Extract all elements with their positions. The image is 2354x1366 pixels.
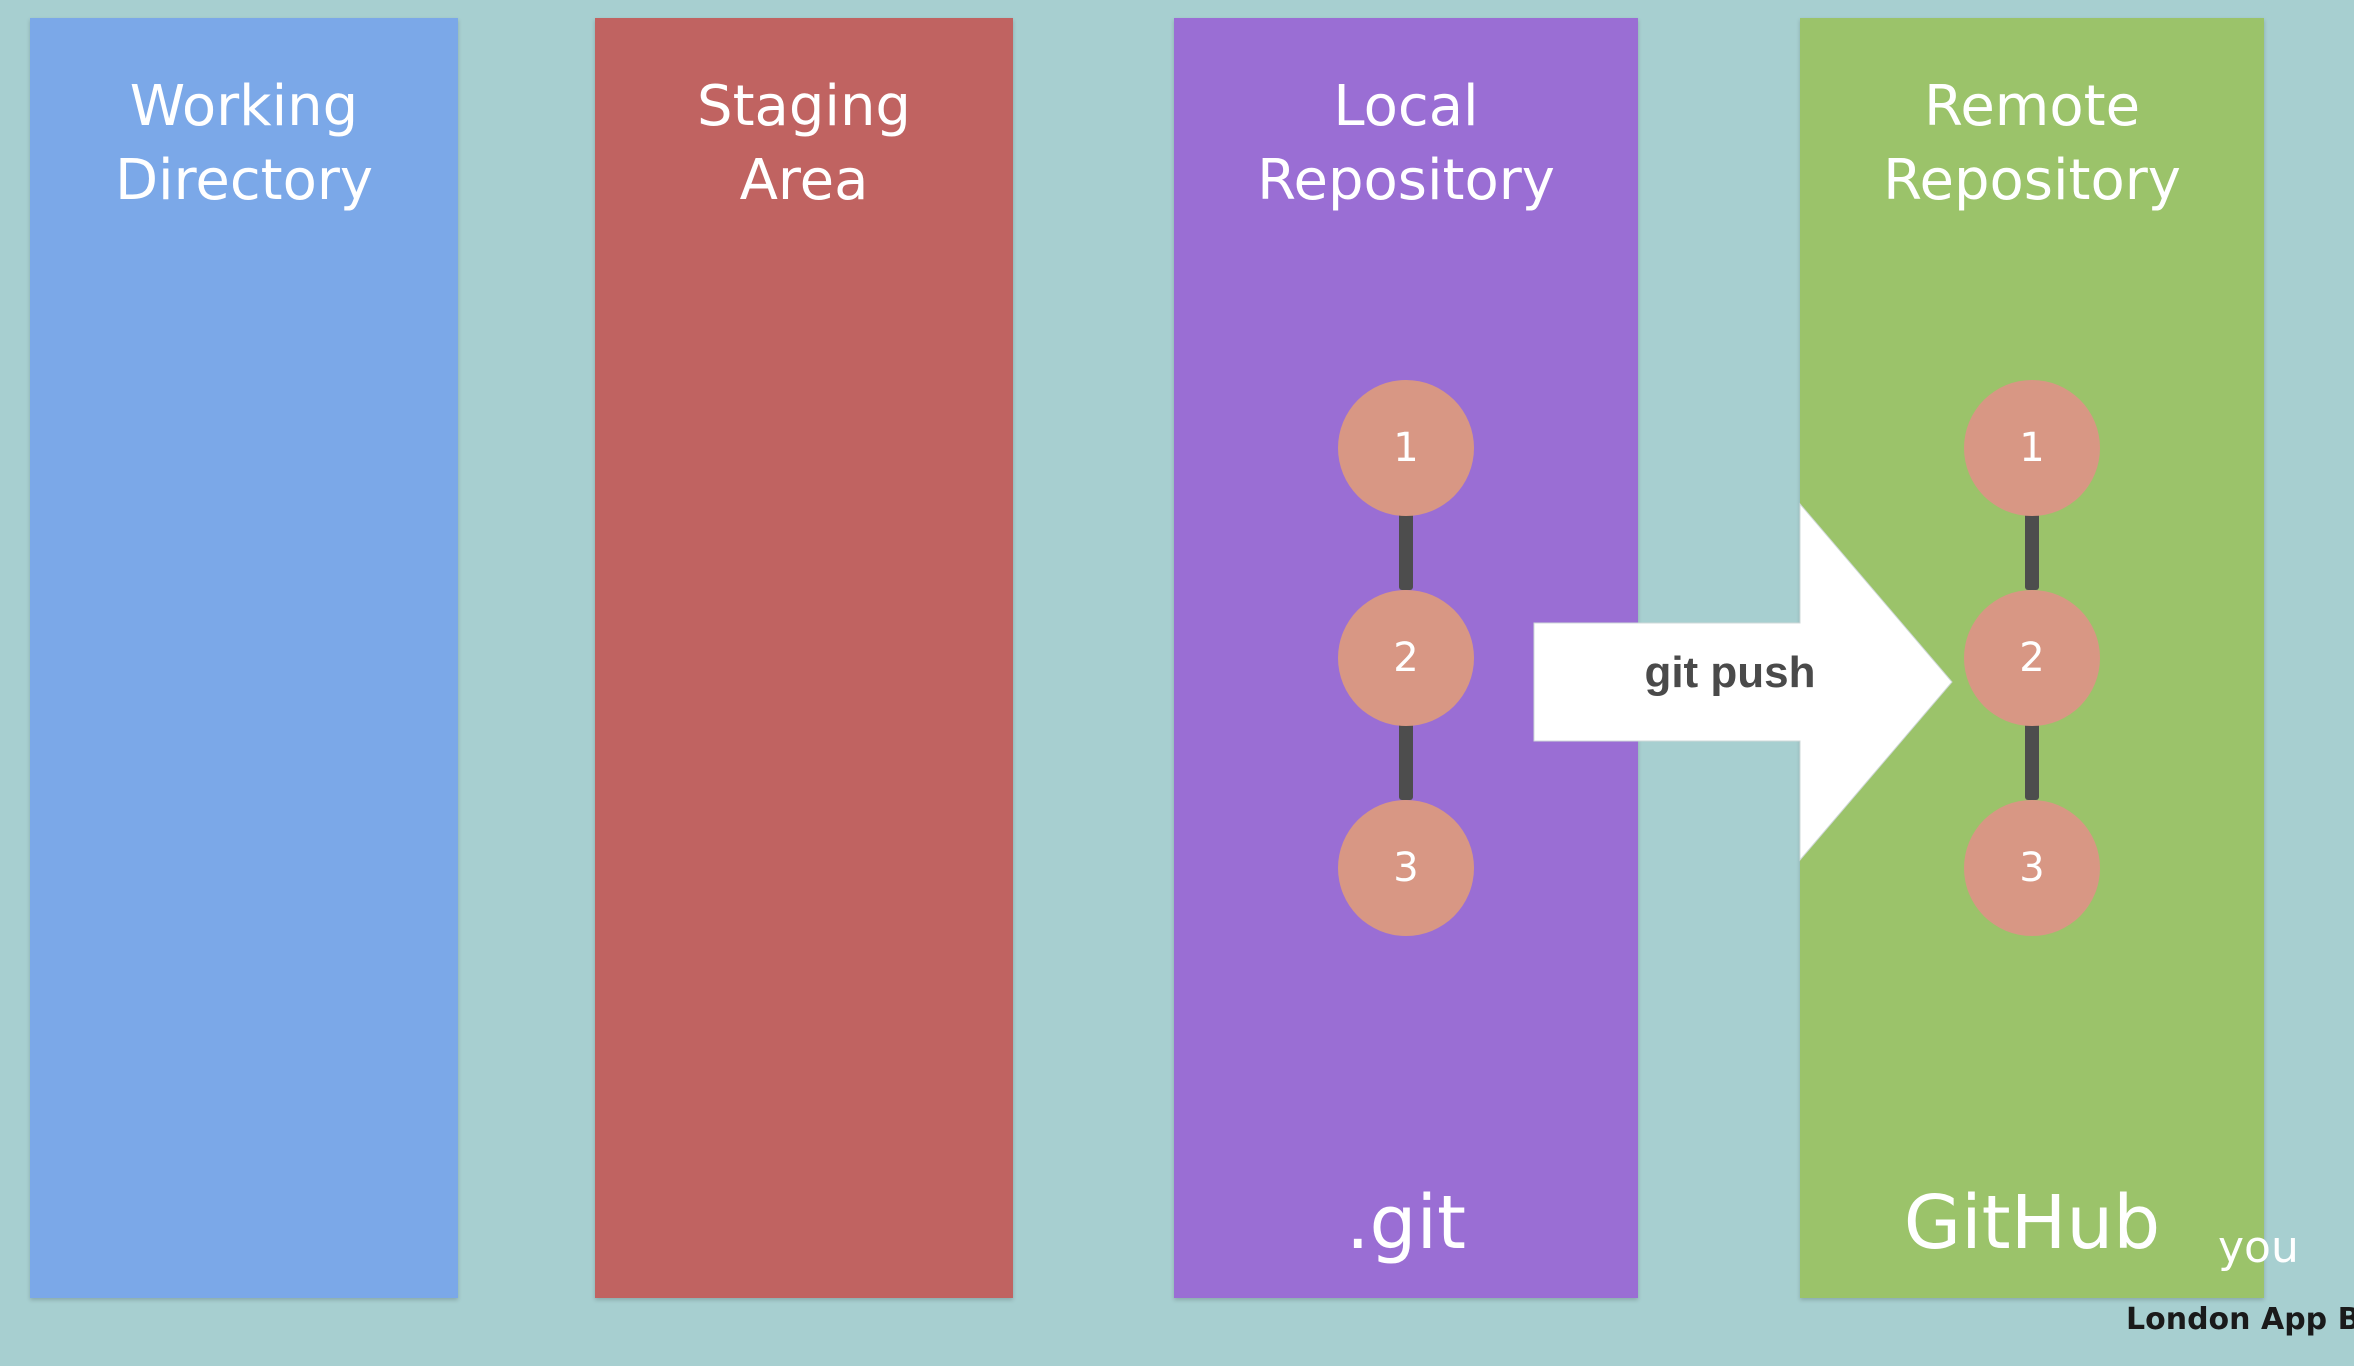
- working-directory-title: Working Directory: [30, 70, 458, 218]
- staging-area-title: Staging Area: [595, 70, 1013, 218]
- commit-node: 1: [1338, 380, 1474, 516]
- subtitle-fragment: you: [2218, 1222, 2299, 1273]
- commit-connector: [2025, 510, 2039, 590]
- local-commit-chain: 1 2 3: [1336, 380, 1476, 940]
- title-line: Repository: [1883, 148, 2181, 213]
- commit-node: 2: [1964, 590, 2100, 726]
- title-line: Repository: [1257, 148, 1555, 213]
- git-push-arrow: [1533, 502, 1953, 862]
- commit-node: 1: [1964, 380, 2100, 516]
- title-line: Area: [739, 148, 869, 213]
- remote-commit-chain: 1 2 3: [1962, 380, 2102, 940]
- watermark-text: London App Br: [2126, 1302, 2354, 1337]
- working-directory-column: Working Directory: [30, 18, 458, 1298]
- title-line: Directory: [114, 148, 374, 213]
- remote-repository-title: Remote Repository: [1800, 70, 2264, 218]
- title-line: Working: [129, 74, 359, 139]
- commit-connector: [1399, 510, 1413, 590]
- arrow-shape: [1533, 502, 1953, 862]
- git-push-label: git push: [1644, 648, 1816, 697]
- commit-node: 3: [1338, 800, 1474, 936]
- title-line: Local: [1333, 74, 1479, 139]
- commit-connector: [1399, 720, 1413, 800]
- remote-repository-footer: GitHub: [1903, 1180, 2161, 1266]
- commit-node: 2: [1338, 590, 1474, 726]
- local-repository-title: Local Repository: [1174, 70, 1638, 218]
- staging-area-column: Staging Area: [595, 18, 1013, 1298]
- title-line: Remote: [1923, 74, 2141, 139]
- commit-connector: [2025, 720, 2039, 800]
- local-repository-footer: .git: [1345, 1180, 1467, 1266]
- title-line: Staging: [697, 74, 911, 139]
- commit-node: 3: [1964, 800, 2100, 936]
